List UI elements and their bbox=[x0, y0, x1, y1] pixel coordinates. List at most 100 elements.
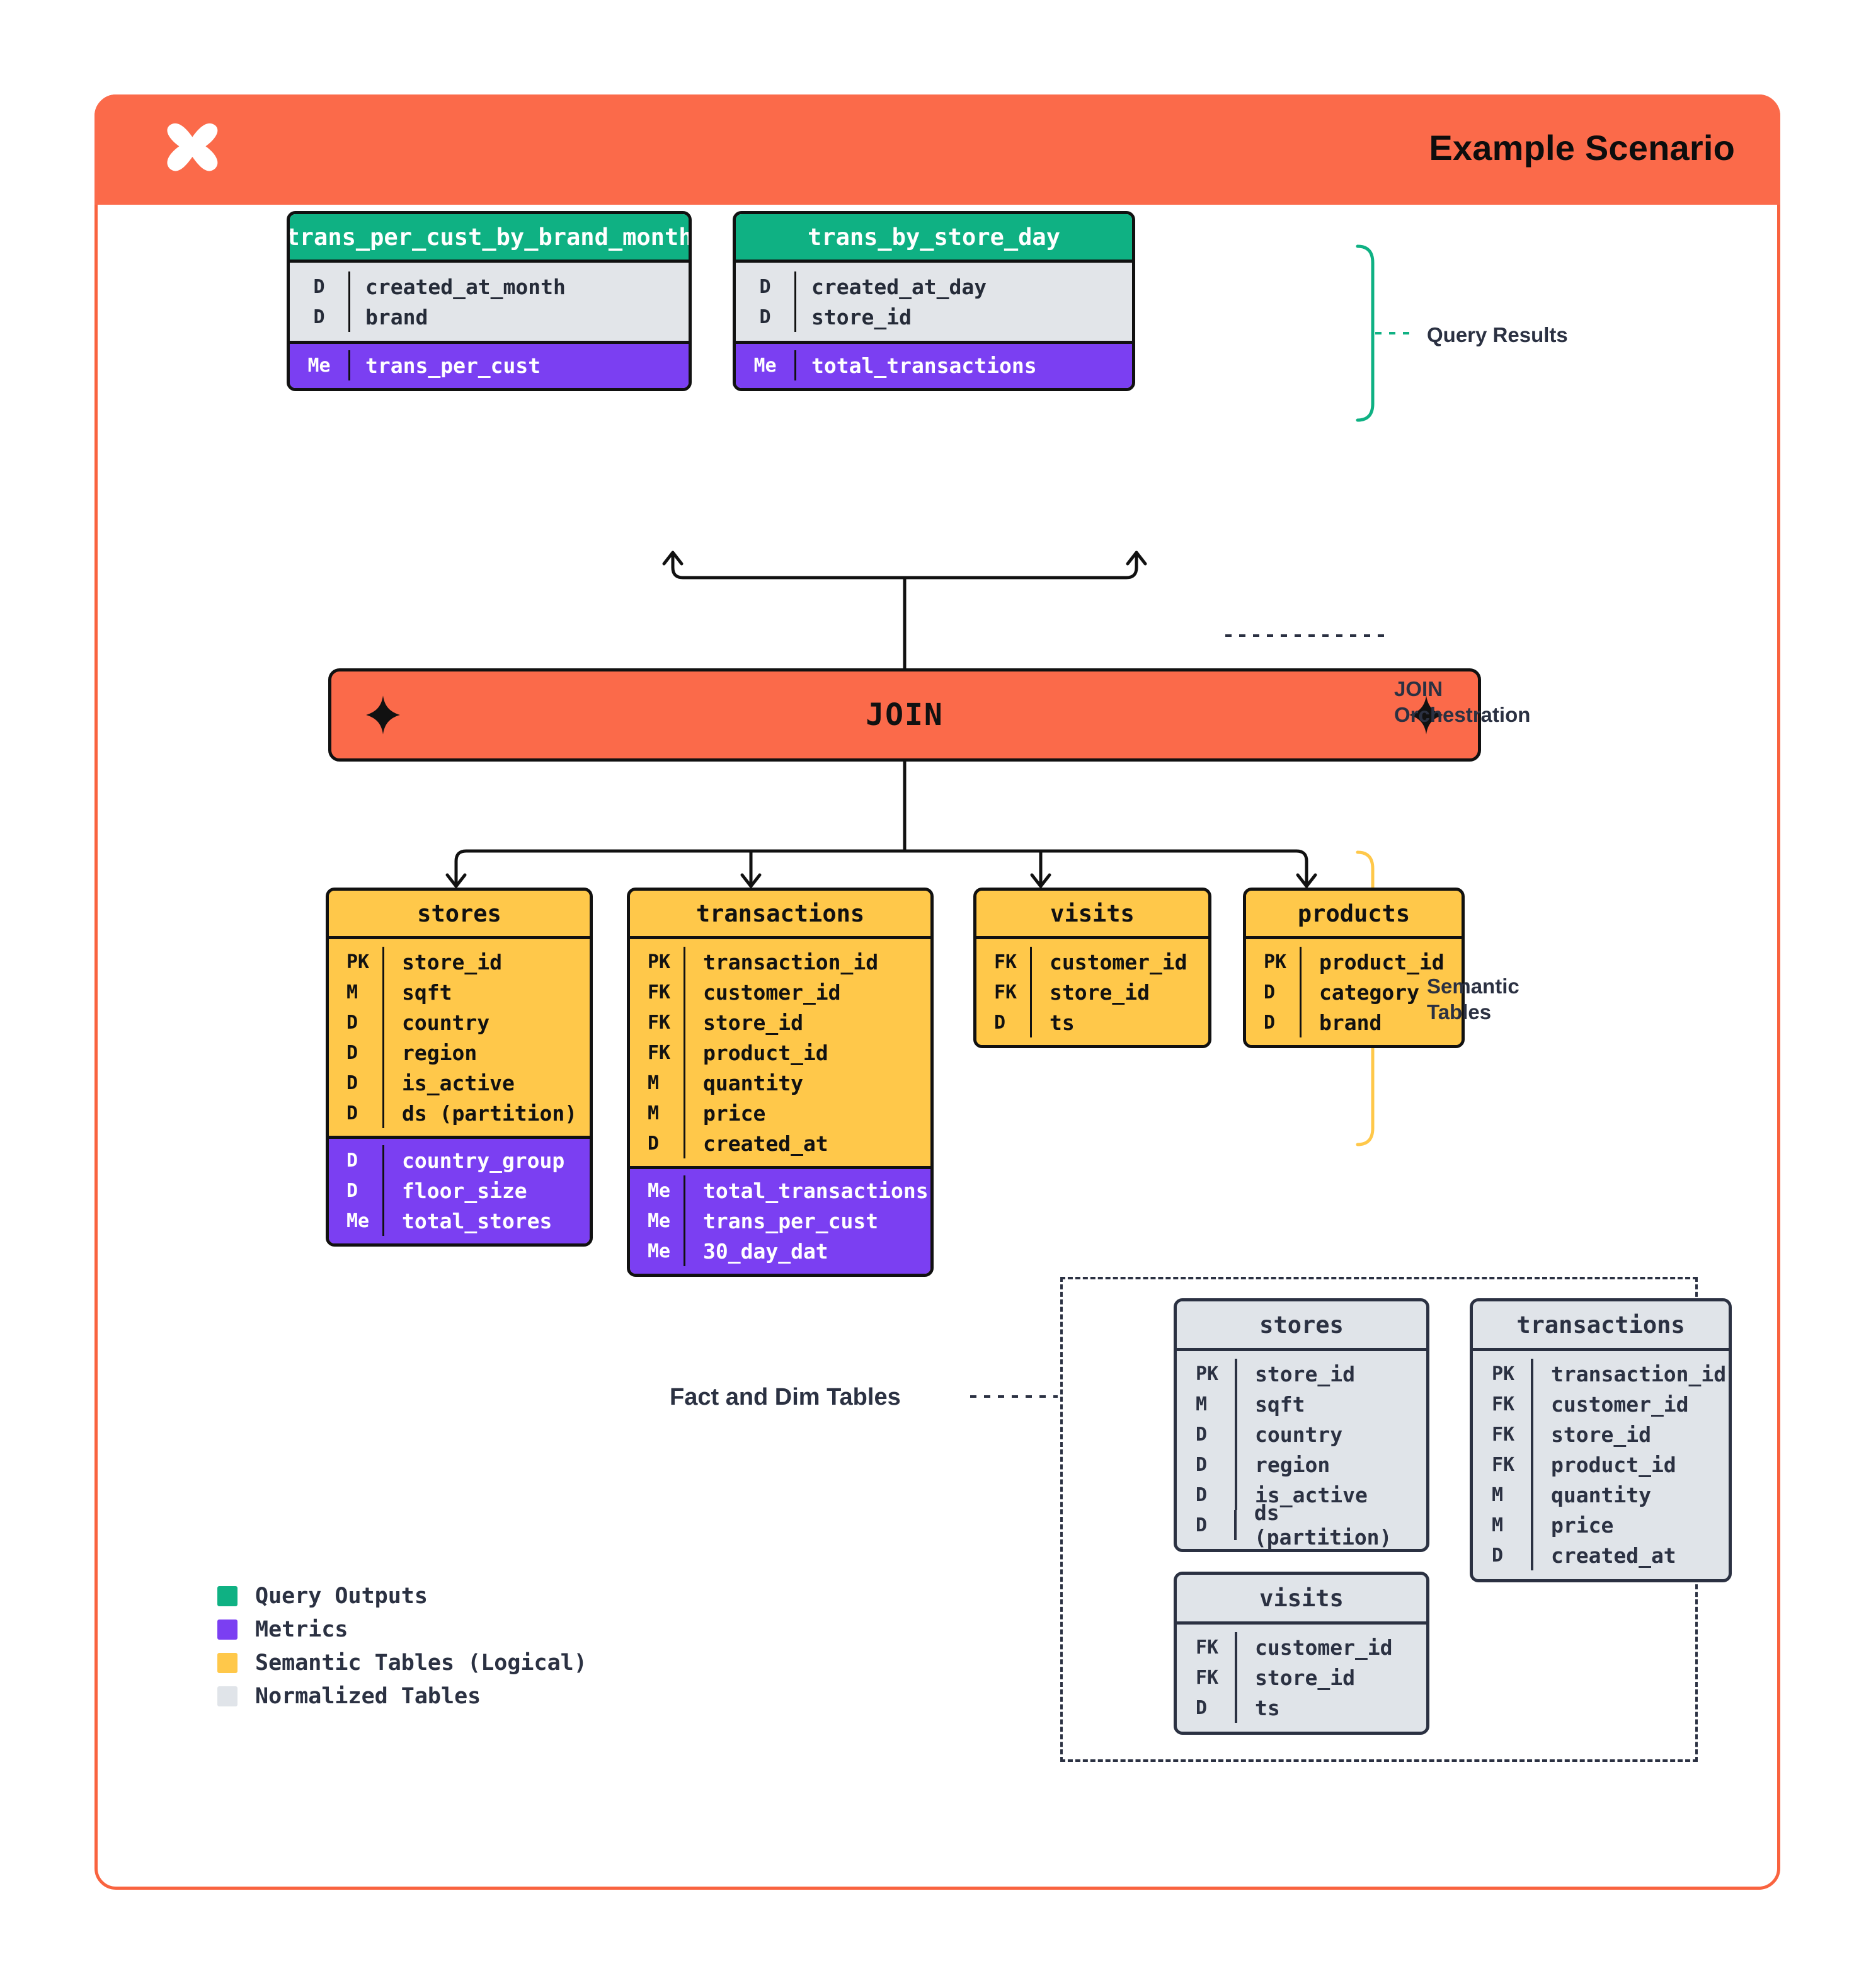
row-field: ds (partition) bbox=[382, 1098, 577, 1128]
row-key: M bbox=[648, 1071, 660, 1094]
row-field: created_at bbox=[1531, 1540, 1676, 1570]
table-header: visits bbox=[976, 891, 1208, 936]
table-row[interactable]: D created_at_month bbox=[290, 271, 689, 302]
title-bar: Example Scenario bbox=[94, 94, 1780, 205]
row-key: D bbox=[346, 1179, 358, 1202]
row-field: transaction_id bbox=[1531, 1359, 1726, 1389]
table-header: transactions bbox=[630, 891, 930, 936]
query-result-table-0[interactable]: trans_per_cust_by_brand_month D created_… bbox=[287, 211, 692, 391]
bracket-label-fact-and-dim: Fact and Dim Tables bbox=[670, 1384, 901, 1410]
table-row[interactable]: Me total_stores bbox=[329, 1206, 590, 1236]
table-header: visits bbox=[1177, 1575, 1426, 1621]
row-field: ts bbox=[1235, 1693, 1280, 1723]
row-key: Me bbox=[346, 1209, 370, 1232]
row-key: PK bbox=[346, 951, 370, 973]
table-row[interactable]: D brand bbox=[290, 302, 689, 332]
table-header: trans_per_cust_by_brand_month bbox=[290, 214, 689, 260]
row-key: D bbox=[1196, 1514, 1208, 1536]
row-field: store_id bbox=[684, 1007, 803, 1037]
row-field: total_transactions bbox=[794, 350, 1037, 380]
row-field: customer_id bbox=[1235, 1632, 1393, 1662]
row-key: FK bbox=[994, 981, 1017, 1003]
table-row[interactable]: Me total_transactions bbox=[736, 350, 1132, 380]
row-key: D bbox=[346, 1071, 358, 1094]
row-field: store_id bbox=[794, 302, 912, 332]
row-key: D bbox=[1492, 1544, 1504, 1567]
row-field: product_id bbox=[1300, 947, 1445, 977]
row-key: FK bbox=[648, 981, 671, 1003]
row-field: category bbox=[1300, 977, 1419, 1007]
table-row[interactable]: Me trans_per_cust bbox=[290, 350, 689, 380]
join-orchestration-bar[interactable]: JOIN bbox=[328, 668, 1481, 762]
row-field: trans_per_cust bbox=[348, 350, 541, 380]
row-key: M bbox=[346, 981, 358, 1003]
row-field: store_id bbox=[1531, 1419, 1651, 1449]
row-key: D bbox=[1264, 981, 1276, 1003]
row-field: store_id bbox=[1235, 1359, 1355, 1389]
row-field: trans_per_cust bbox=[684, 1206, 878, 1236]
row-field: region bbox=[382, 1037, 477, 1068]
table-row[interactable]: D store_id bbox=[736, 302, 1132, 332]
query-result-table-1[interactable]: trans_by_store_day D created_at_day D st… bbox=[733, 211, 1135, 391]
row-field: total_stores bbox=[382, 1206, 552, 1236]
row-field: is_active bbox=[382, 1068, 515, 1098]
diagram-card: Example Scenario bbox=[94, 94, 1780, 1890]
row-key: D bbox=[1196, 1696, 1208, 1719]
legend-swatch bbox=[217, 1686, 237, 1706]
row-field: created_at bbox=[684, 1128, 828, 1158]
table-row[interactable]: D created_at_day bbox=[736, 271, 1132, 302]
row-key: Me bbox=[648, 1240, 671, 1262]
legend-item-query-outputs: Query Outputs bbox=[217, 1579, 587, 1613]
